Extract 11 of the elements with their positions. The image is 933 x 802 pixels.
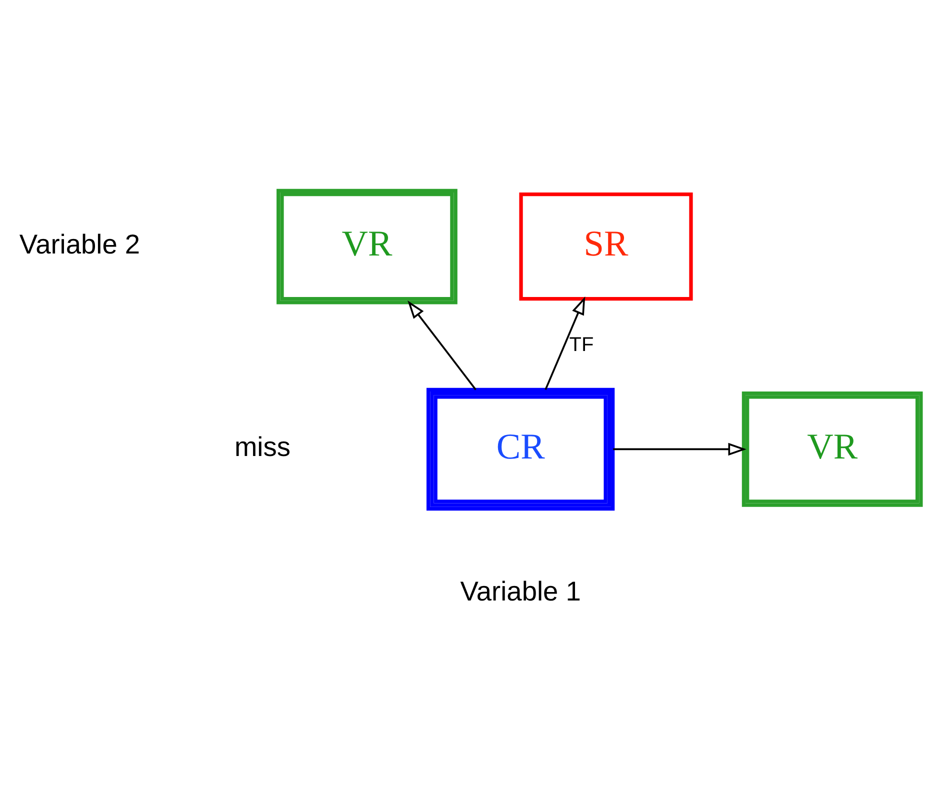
arrow xyxy=(544,296,586,390)
edge-label: TF xyxy=(569,334,594,356)
arrow xyxy=(613,442,746,456)
node-box: VR xyxy=(742,391,923,506)
arrow xyxy=(408,300,476,390)
label: miss xyxy=(234,430,290,462)
label: Variable 1 xyxy=(460,575,581,606)
label: Variable 2 xyxy=(19,228,140,259)
node-box: CR xyxy=(426,387,615,510)
node-box: SR xyxy=(519,192,693,300)
node-box: VR xyxy=(276,188,458,304)
